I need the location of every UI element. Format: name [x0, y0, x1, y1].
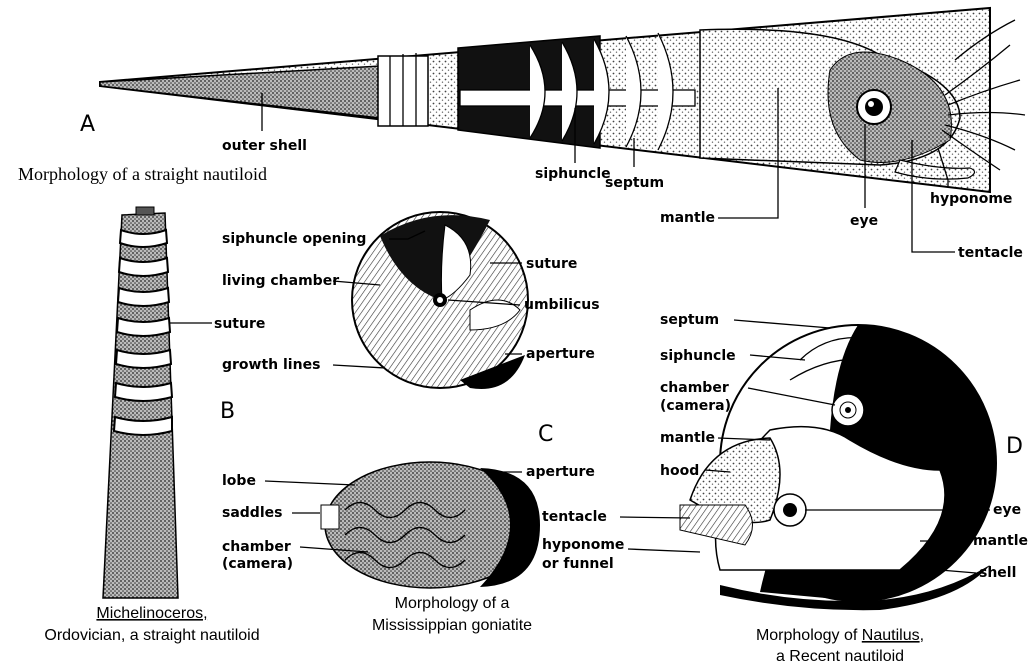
camera-label-c: (camera) [222, 556, 293, 572]
siphuncle-opening-label: siphuncle opening [222, 231, 366, 247]
chamber-label-d: chamber [660, 380, 729, 396]
tentacle-label-a: tentacle [958, 245, 1023, 261]
living-chamber-label: living chamber [222, 273, 339, 289]
chamber-label-c: chamber [222, 539, 291, 555]
aperture-label-c: aperture [526, 346, 595, 362]
shell-label-d: shell [979, 565, 1016, 581]
mantle-label-d2: mantle [973, 533, 1028, 549]
figure-d-letter: D [1006, 434, 1023, 459]
figure-c-caption-line2: Mississippian goniatite [372, 617, 532, 634]
hood-label: hood [660, 463, 699, 479]
eye-label-d: eye [993, 502, 1021, 518]
figure-b-caption-genus: Michelinoceros, [96, 605, 207, 622]
goniatite-side-drawing [321, 462, 540, 588]
tentacle-label-d: tentacle [542, 509, 607, 525]
camera-label-d: (camera) [660, 398, 731, 414]
mantle-label-d: mantle [660, 430, 715, 446]
goniatite-shell-drawing [352, 212, 528, 389]
nautilus-drawing [680, 325, 996, 610]
siphuncle-label-a: siphuncle [535, 166, 611, 182]
figure-c-caption-line1: Morphology of a [395, 595, 510, 612]
growth-lines-label: growth lines [222, 357, 320, 373]
suture-label-c: suture [526, 256, 577, 272]
aperture-label-c2: aperture [526, 464, 595, 480]
lobe-label: lobe [222, 473, 256, 489]
figure-c-letter: C [538, 422, 553, 447]
siphuncle-label-d: siphuncle [660, 348, 736, 364]
funnel-label-d: or funnel [542, 556, 614, 572]
eye-label-a: eye [850, 213, 878, 229]
hyponome-label-d: hyponome [542, 537, 624, 553]
figure-d-caption-line2: a Recent nautiloid [776, 648, 904, 664]
hyponome-label-a: hyponome [930, 191, 1012, 207]
figure-b-caption-desc: Ordovician, a straight nautiloid [44, 627, 259, 644]
outer-shell-label: outer shell [222, 138, 307, 154]
figure-a-caption: Morphology of a straight nautiloid [18, 164, 267, 184]
septum-label-d: septum [660, 312, 719, 328]
umbilicus-label: umbilicus [524, 297, 600, 313]
figure-a-letter: A [80, 112, 95, 137]
figure-d-caption-line1: Morphology of Nautilus, [756, 627, 924, 644]
figure-b-letter: B [220, 399, 235, 424]
mantle-label-a: mantle [660, 210, 715, 226]
saddles-label: saddles [222, 505, 282, 521]
septum-label-a: septum [605, 175, 664, 191]
michelinoceros-drawing [103, 207, 178, 598]
suture-label-b: suture [214, 316, 265, 332]
